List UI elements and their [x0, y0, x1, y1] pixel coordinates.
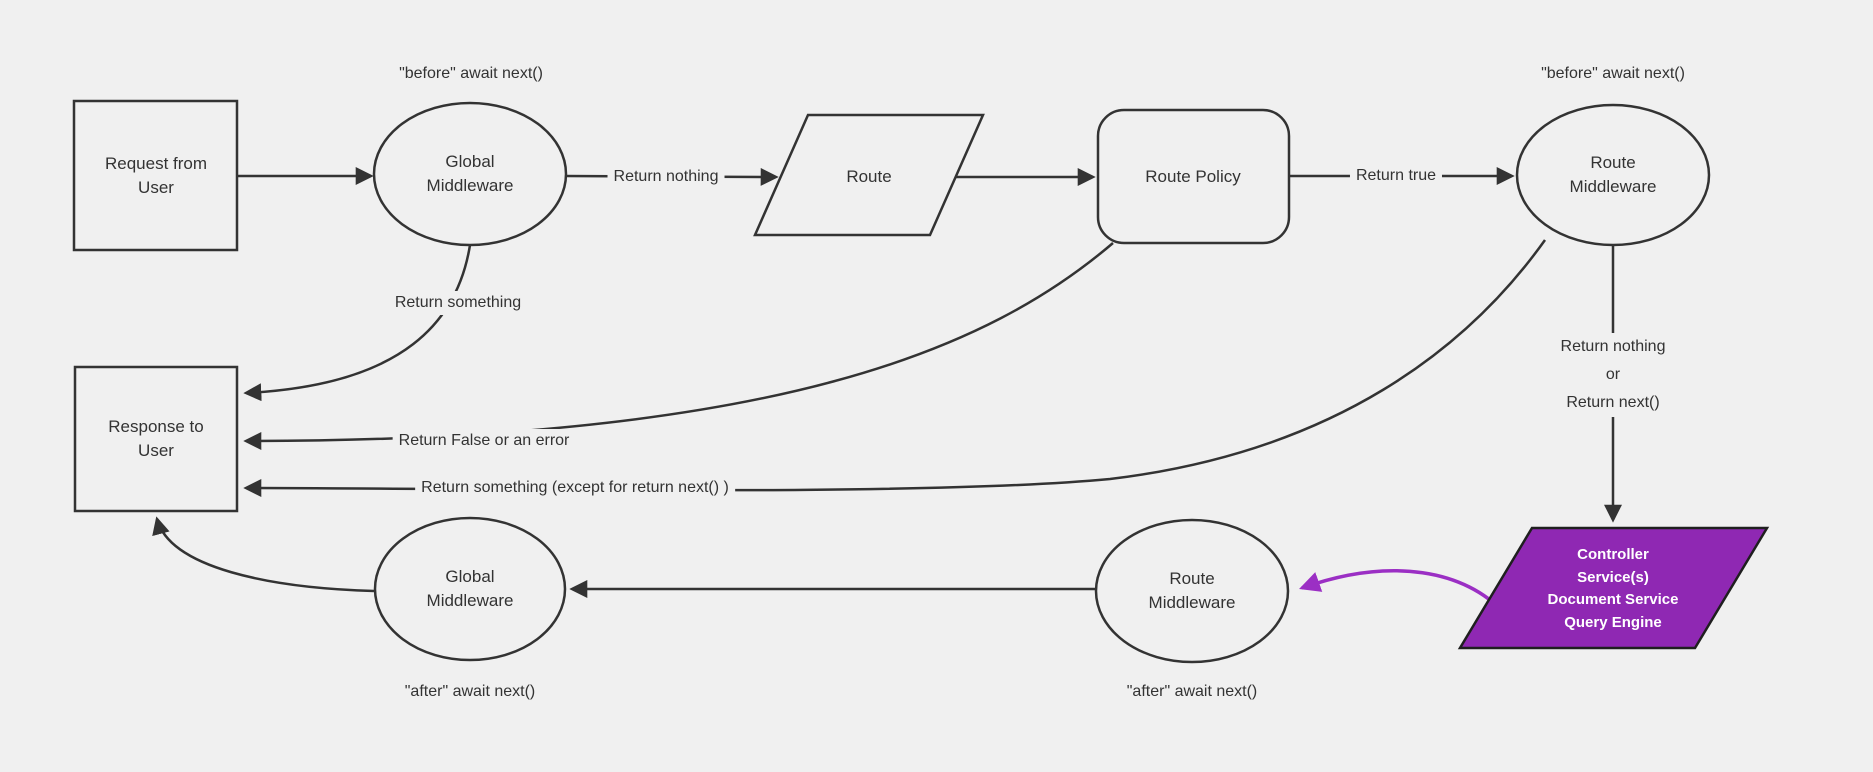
- edge-route-middleware-to-response: [243, 239, 1547, 498]
- request-from-user-shape: [72, 99, 239, 252]
- edge-global-middleware-bottom-to-response: [152, 516, 375, 593]
- edge-global-middleware-to-response: [243, 244, 472, 402]
- global-middleware-top-shape: [372, 101, 568, 247]
- route-middleware-top-shape: [1515, 103, 1711, 247]
- route-policy-shape: [1096, 108, 1291, 245]
- edge-global-middleware-to-route: [565, 167, 779, 186]
- route-shape: [753, 113, 985, 237]
- edge-route-policy-to-response: [243, 242, 1114, 450]
- response-to-user-shape: [73, 365, 239, 513]
- route-middleware-bottom-shape: [1094, 518, 1290, 664]
- edge-controller-to-route-middleware-bottom: [1299, 569, 1506, 615]
- global-middleware-bottom-shape: [373, 516, 567, 662]
- controller-services-shape: [1457, 526, 1770, 650]
